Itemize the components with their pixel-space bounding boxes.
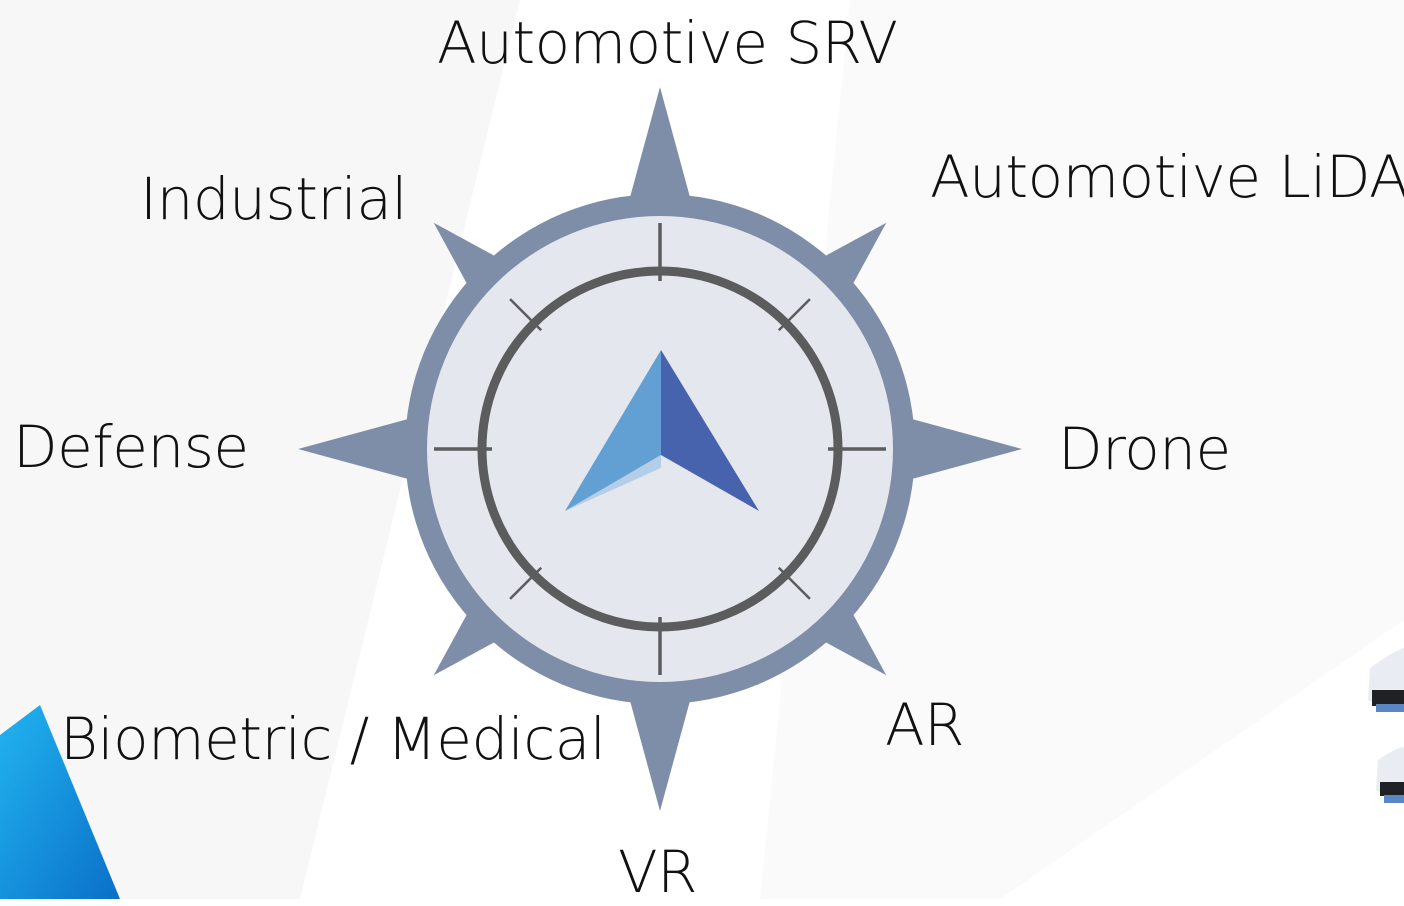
bg-blue-accent bbox=[0, 705, 120, 899]
label-defense: Defense bbox=[13, 413, 249, 481]
bg-facet bbox=[0, 0, 520, 899]
label-automotive-lidar: Automotive LiDAR bbox=[930, 143, 1404, 211]
navigation-arrow-icon bbox=[565, 350, 759, 511]
label-biometric-medical: Biometric / Medical bbox=[60, 705, 606, 773]
label-vr: VR bbox=[618, 838, 697, 906]
compass-tick bbox=[777, 566, 811, 600]
label-ar: AR bbox=[885, 691, 964, 759]
compass-tick bbox=[509, 566, 543, 600]
compass-ticks bbox=[434, 223, 886, 675]
drone-icon bbox=[1368, 648, 1404, 803]
compass-tick bbox=[509, 298, 543, 332]
label-industrial: Industrial bbox=[140, 165, 408, 233]
label-drone: Drone bbox=[1058, 415, 1231, 483]
compass-tick bbox=[777, 298, 811, 332]
bg-facet bbox=[760, 0, 1404, 899]
label-automotive-srv: Automotive SRV bbox=[437, 9, 898, 77]
